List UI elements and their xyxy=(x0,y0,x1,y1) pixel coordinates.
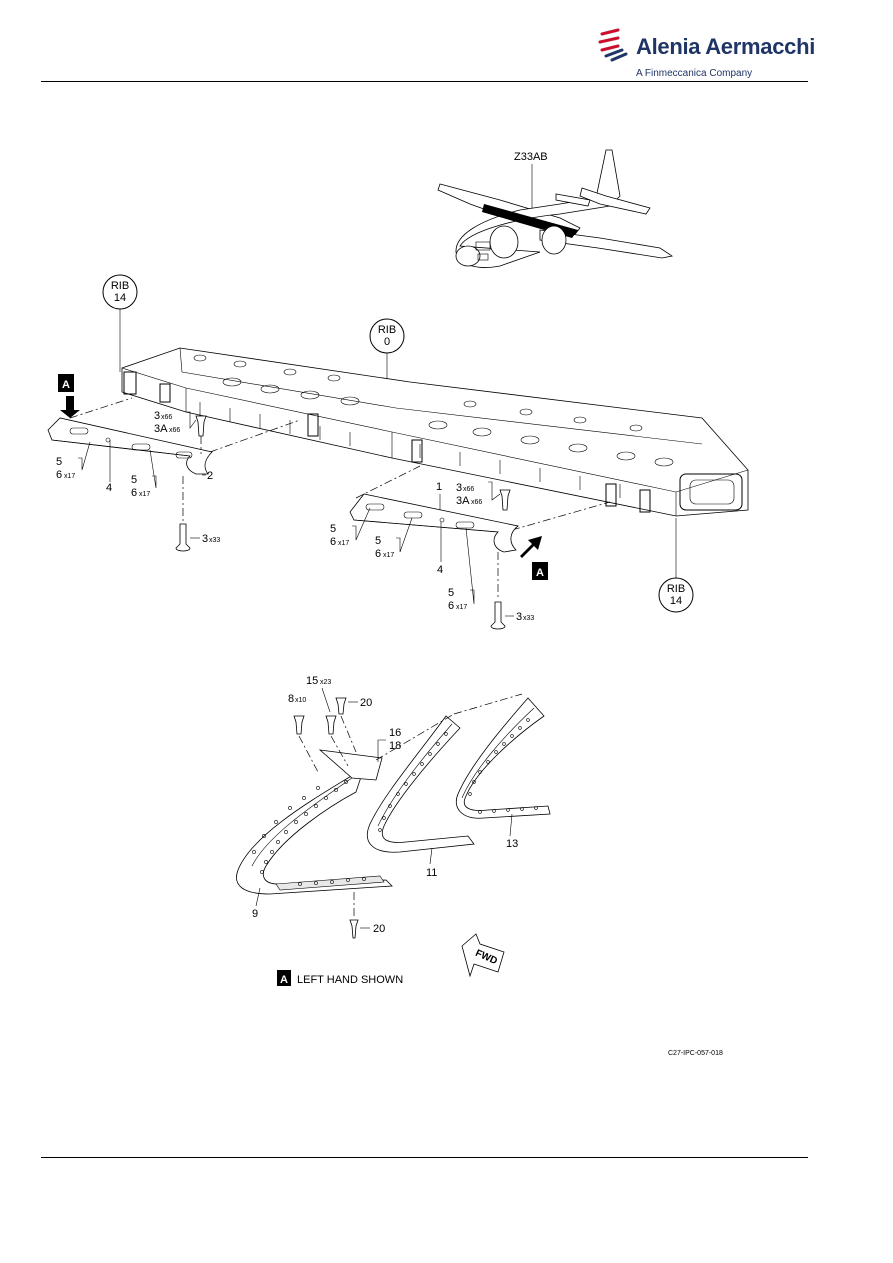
svg-text:6: 6 xyxy=(375,548,381,560)
svg-text:3A: 3A xyxy=(154,423,168,435)
svg-text:x23: x23 xyxy=(320,679,331,686)
svg-text:5: 5 xyxy=(375,535,381,547)
svg-text:2: 2 xyxy=(207,470,213,482)
svg-text:6: 6 xyxy=(448,600,454,612)
svg-text:RIB: RIB xyxy=(111,280,129,292)
svg-text:x17: x17 xyxy=(338,540,349,547)
leading-edge-right: 1 3 x66 3A x66 5 6 x17 5 6 x17 4 5 6 x17… xyxy=(330,465,611,630)
svg-text:x17: x17 xyxy=(383,552,394,559)
view-flag-a-left: A xyxy=(58,374,80,418)
rib-14-right-callout: RIB 14 xyxy=(658,518,694,613)
zone-label: Z33AB xyxy=(514,151,548,163)
svg-text:18: 18 xyxy=(389,740,401,752)
svg-text:8: 8 xyxy=(288,693,294,705)
svg-text:3: 3 xyxy=(516,611,522,623)
svg-text:20: 20 xyxy=(360,697,372,709)
svg-text:x66: x66 xyxy=(169,427,180,434)
svg-text:20: 20 xyxy=(373,923,385,935)
svg-text:5: 5 xyxy=(448,587,454,599)
svg-text:6: 6 xyxy=(330,536,336,548)
svg-text:A: A xyxy=(280,974,288,986)
svg-text:RIB: RIB xyxy=(667,583,685,595)
wing-box-assembly xyxy=(121,347,749,517)
detail-a-ribs: 8 x10 15 x23 20 16 18 9 11 13 20 xyxy=(236,675,551,939)
leading-edge-left: 2 5 6 x17 4 5 6 x17 3 x66 3A x66 3 x33 xyxy=(47,397,301,552)
svg-text:14: 14 xyxy=(670,595,682,607)
svg-text:RIB: RIB xyxy=(378,324,396,336)
svg-text:3: 3 xyxy=(154,410,160,422)
svg-text:4: 4 xyxy=(437,564,443,576)
svg-text:A: A xyxy=(536,567,544,579)
rib-14-left-callout: RIB 14 xyxy=(102,274,138,372)
svg-text:x66: x66 xyxy=(161,414,172,421)
logo-swoosh-icon xyxy=(598,28,628,62)
svg-text:4: 4 xyxy=(106,482,112,494)
svg-text:14: 14 xyxy=(114,292,126,304)
svg-text:5: 5 xyxy=(56,456,62,468)
fwd-arrow-icon: FWD xyxy=(461,933,505,978)
view-note: A LEFT HAND SHOWN xyxy=(277,970,403,986)
svg-text:3: 3 xyxy=(456,482,462,494)
svg-text:x17: x17 xyxy=(456,604,467,611)
svg-text:x17: x17 xyxy=(139,491,150,498)
svg-text:9: 9 xyxy=(252,908,258,920)
svg-text:0: 0 xyxy=(384,336,390,348)
drawing-number: C27-IPC-057-018 xyxy=(668,1050,723,1057)
svg-text:x66: x66 xyxy=(463,486,474,493)
svg-text:1: 1 xyxy=(436,481,442,493)
svg-text:15: 15 xyxy=(306,675,318,687)
company-logo: Alenia Aermacchi A Finmeccanica Company xyxy=(596,22,815,82)
footer-rule xyxy=(41,1157,808,1158)
svg-text:3: 3 xyxy=(202,533,208,545)
svg-text:x33: x33 xyxy=(523,615,534,622)
svg-text:x10: x10 xyxy=(295,697,306,704)
svg-text:6: 6 xyxy=(131,487,137,499)
svg-text:A: A xyxy=(62,379,70,391)
svg-text:5: 5 xyxy=(330,523,336,535)
svg-text:5: 5 xyxy=(131,474,137,486)
svg-text:11: 11 xyxy=(426,867,437,879)
header-rule xyxy=(41,81,808,82)
svg-text:13: 13 xyxy=(506,838,518,850)
view-note-text: LEFT HAND SHOWN xyxy=(297,974,403,986)
company-tagline: A Finmeccanica Company xyxy=(636,68,753,79)
svg-text:x66: x66 xyxy=(471,499,482,506)
svg-text:6: 6 xyxy=(56,469,62,481)
svg-text:x33: x33 xyxy=(209,537,220,544)
view-flag-a-right: A xyxy=(520,536,548,580)
company-name: Alenia Aermacchi xyxy=(636,34,816,59)
aircraft-locator: Z33AB xyxy=(437,149,674,268)
svg-text:16: 16 xyxy=(389,727,401,739)
svg-text:3A: 3A xyxy=(456,495,470,507)
svg-text:x17: x17 xyxy=(64,473,75,480)
